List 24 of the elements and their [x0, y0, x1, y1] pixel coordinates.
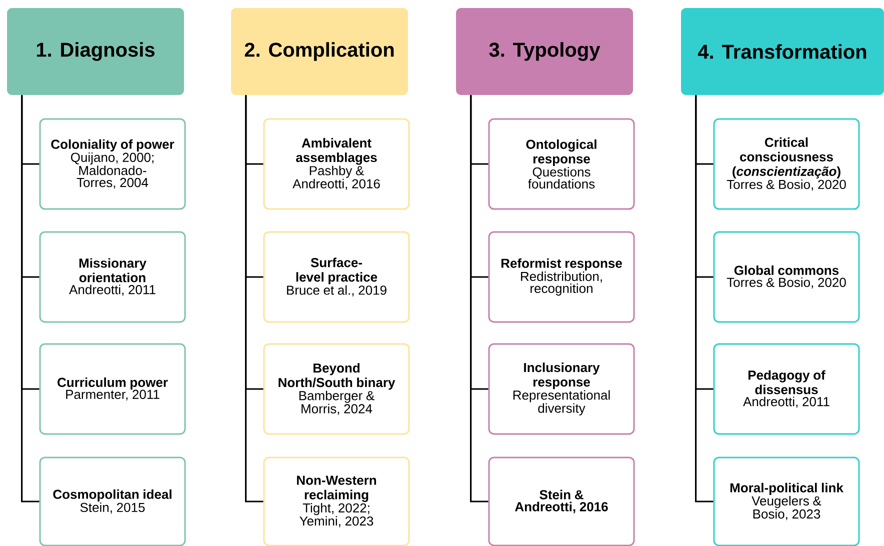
reference-box: Ambivalent assemblages Pashby & Andreotti, 2016 [263, 118, 410, 210]
header-box: 3. Typology [456, 8, 633, 95]
reference-box: Pedagogy of dissensus Andreotti, 2011 [713, 343, 860, 435]
reference-box: Moral-political link Veugelers & Bosio, 2023 [713, 456, 860, 546]
connector-line [470, 95, 488, 502]
header-box: 2. Complication [231, 8, 408, 95]
reference-box: Stein & Andreotti, 2016 [488, 456, 635, 546]
header-box: 4. Transformation [681, 8, 884, 95]
reference-box: Critical consciousness (conscientização) Torres & Bosio, 2020 [713, 118, 860, 210]
connector-line [21, 95, 40, 502]
connector-line [245, 95, 264, 502]
reference-box: Curriculum power Parmenter, 2011 [39, 343, 186, 435]
reference-box: Inclusionary response Representational diversity [488, 343, 635, 435]
reference-box: Coloniality of power Quijano, 2000; Maldonado-Torres, 2004 [39, 118, 186, 210]
reference-box: Missionary orientation Andreotti, 2011 [39, 231, 186, 323]
reference-box: Ontological response Questions foundations [488, 118, 635, 210]
reference-box: Cosmopolitan ideal Stein, 2015 [39, 456, 186, 546]
header-box: 1. Diagnosis [7, 8, 184, 95]
reference-box: Surface-level practice Bruce et al., 2019 [263, 231, 410, 323]
connector-line [695, 95, 714, 502]
reference-box: Global commons Torres & Bosio, 2020 [713, 231, 860, 323]
reference-box: Reformist response Redistribution, recognition [488, 231, 635, 323]
reference-box: Beyond North/South binary Bamberger & Morris, 2024 [263, 343, 410, 435]
reference-box: Non-Western reclaiming Tight, 2022; Yemini, 2023 [263, 456, 410, 546]
